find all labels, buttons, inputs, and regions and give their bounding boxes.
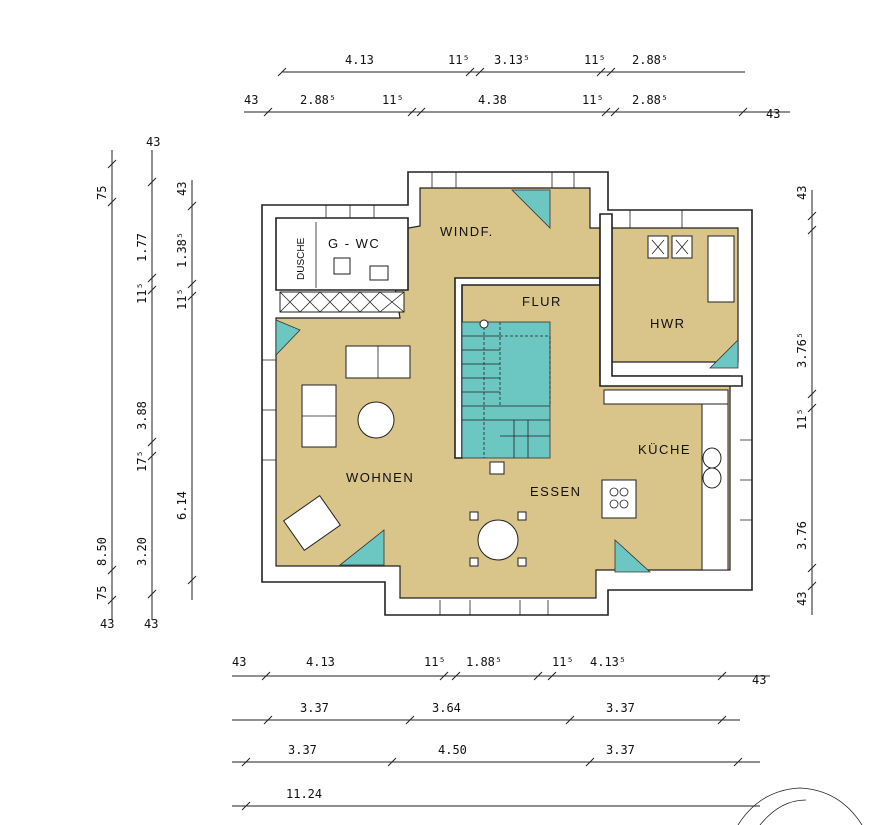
partial-arc-inner <box>759 799 807 825</box>
svg-text:3.20: 3.20 <box>135 537 149 566</box>
door-terrace-right <box>614 539 652 573</box>
svg-text:11⁵: 11⁵ <box>424 655 446 669</box>
svg-text:3.37: 3.37 <box>288 743 317 757</box>
chimney <box>489 461 505 475</box>
kitchen-sink <box>702 447 722 489</box>
svg-text:11.24: 11.24 <box>286 787 322 801</box>
dim-bottom-row3: 3.37 4.50 3.37 <box>232 743 760 767</box>
svg-text:3.76: 3.76 <box>795 521 809 550</box>
cabinet-cross-hatch <box>279 291 405 313</box>
room-label-hwr: HWR <box>650 316 686 331</box>
room-label-flur: FLUR <box>522 294 562 309</box>
svg-text:11⁵: 11⁵ <box>175 288 189 310</box>
svg-text:43: 43 <box>752 673 766 687</box>
dim-left-col2: 43 1.77 11⁵ 3.88 17⁵ 3.20 43 <box>135 135 160 631</box>
svg-text:3.37: 3.37 <box>606 743 635 757</box>
cooktop-burners <box>609 487 629 509</box>
svg-text:11⁵: 11⁵ <box>582 93 604 107</box>
inner-wall-hwr <box>599 213 743 387</box>
svg-text:43: 43 <box>146 135 160 149</box>
dining-chairs <box>469 511 527 567</box>
windows <box>262 172 752 615</box>
cabinet-row <box>279 291 405 313</box>
door-wohnen-left <box>275 319 301 356</box>
svg-text:2.88⁵: 2.88⁵ <box>632 53 668 67</box>
svg-text:11⁵: 11⁵ <box>552 655 574 669</box>
door-hwr <box>709 339 739 369</box>
staircase <box>461 319 551 459</box>
svg-text:11⁵: 11⁵ <box>382 93 404 107</box>
svg-text:4.13: 4.13 <box>345 53 374 67</box>
svg-text:43: 43 <box>795 592 809 606</box>
svg-text:2.88⁵: 2.88⁵ <box>632 93 668 107</box>
dining-table <box>477 519 519 561</box>
dim-top-row1: 4.13 11⁵ 3.13⁵ 11⁵ 2.88⁵ <box>277 53 745 77</box>
cooktop <box>601 479 637 519</box>
svg-text:4.38: 4.38 <box>478 93 507 107</box>
svg-text:11⁵: 11⁵ <box>584 53 606 67</box>
svg-text:75: 75 <box>95 586 109 600</box>
room-label-wohnen: WOHNEN <box>346 470 414 485</box>
dim-bottom-row4: 11.24 <box>232 787 760 811</box>
dim-top-row2: 43 2.88⁵ 11⁵ 4.38 11⁵ 2.88⁵ 43 <box>244 93 790 121</box>
dim-bottom-row1: 43 4.13 11⁵ 1.88⁵ 11⁵ 4.13⁵ 43 <box>232 655 770 687</box>
svg-text:3.13⁵: 3.13⁵ <box>494 53 530 67</box>
svg-text:4.50: 4.50 <box>438 743 467 757</box>
room-label-kueche: KÜCHE <box>638 442 691 457</box>
wc-basin <box>369 265 389 281</box>
door-terrace-left <box>338 529 385 566</box>
svg-text:43: 43 <box>100 617 114 631</box>
svg-text:4.13⁵: 4.13⁵ <box>590 655 626 669</box>
svg-text:1.38⁵: 1.38⁵ <box>175 232 189 268</box>
svg-text:43: 43 <box>232 655 246 669</box>
svg-text:4.13: 4.13 <box>306 655 335 669</box>
svg-text:1.88⁵: 1.88⁵ <box>466 655 502 669</box>
svg-text:3.88: 3.88 <box>135 401 149 430</box>
svg-text:75: 75 <box>95 186 109 200</box>
svg-text:8.50: 8.50 <box>95 537 109 566</box>
svg-text:3.64: 3.64 <box>432 701 461 715</box>
svg-text:11⁵: 11⁵ <box>448 53 470 67</box>
svg-text:17⁵: 17⁵ <box>135 450 149 472</box>
room-label-essen: ESSEN <box>530 484 582 499</box>
room-label-gwc: G - WC <box>328 236 380 251</box>
washer-dryer <box>647 235 693 259</box>
dim-left-col3: 43 1.38⁵ 11⁵ 6.14 <box>175 180 197 600</box>
kitchen-counter-top <box>603 389 729 405</box>
coffee-table <box>357 401 395 439</box>
svg-text:1.77: 1.77 <box>135 233 149 262</box>
toilet <box>333 257 351 275</box>
svg-text:2.88⁵: 2.88⁵ <box>300 93 336 107</box>
dim-left-col1: 75 8.50 75 43 <box>95 150 117 631</box>
svg-text:43: 43 <box>144 617 158 631</box>
svg-text:43: 43 <box>795 186 809 200</box>
svg-text:11⁵: 11⁵ <box>795 408 809 430</box>
svg-text:43: 43 <box>244 93 258 107</box>
room-label-dusche: DUSCHE <box>296 237 307 280</box>
svg-text:6.14: 6.14 <box>175 491 189 520</box>
dim-bottom-row2: 3.37 3.64 3.37 <box>232 701 740 725</box>
room-label-windf: WINDF. <box>440 224 494 239</box>
svg-text:3.37: 3.37 <box>606 701 635 715</box>
dim-right-col: 43 3.76⁵ 11⁵ 3.76 43 <box>795 186 817 615</box>
svg-text:3.76⁵: 3.76⁵ <box>795 332 809 368</box>
door-windfang <box>511 189 551 229</box>
svg-text:3.37: 3.37 <box>300 701 329 715</box>
hwr-counter <box>707 235 735 303</box>
svg-text:11⁵: 11⁵ <box>135 282 149 304</box>
armchair <box>282 494 342 552</box>
svg-text:43: 43 <box>766 107 780 121</box>
partial-arc <box>737 787 863 825</box>
svg-text:43: 43 <box>175 182 189 196</box>
